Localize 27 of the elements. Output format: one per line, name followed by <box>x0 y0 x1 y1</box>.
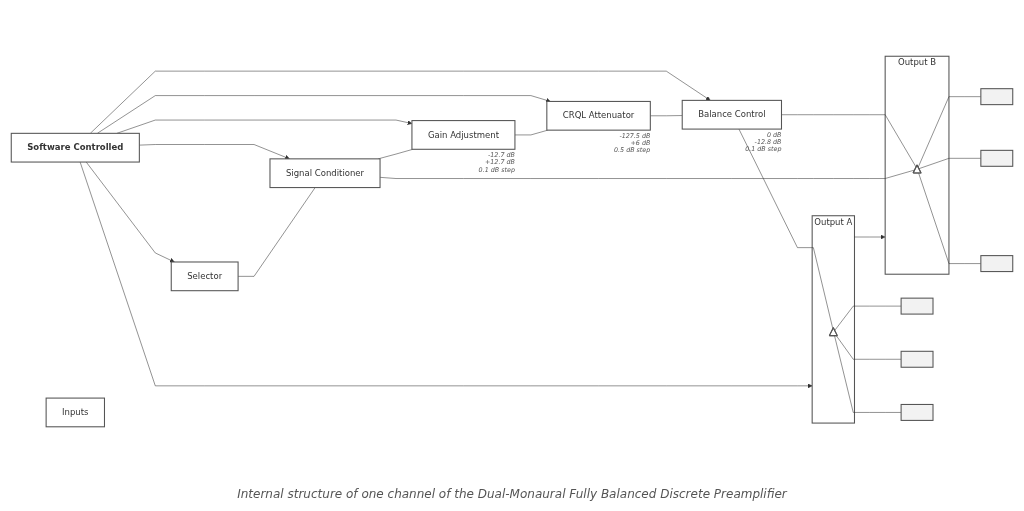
connector <box>378 149 414 160</box>
connector <box>918 96 982 168</box>
node-box: Selector <box>170 261 239 292</box>
caption: Internal structure of one channel of the Dual-Monaural Fully Balanced Discrete Preamplifier <box>237 486 787 503</box>
node-box <box>980 88 1014 106</box>
node-box: CRQL Attenuator <box>546 100 651 131</box>
connector <box>738 128 834 330</box>
node-box: Signal Conditioner <box>269 158 381 189</box>
node-box <box>980 255 1014 273</box>
cluster: Output A <box>811 215 855 424</box>
node-box: Software Controlled <box>10 132 140 163</box>
connector <box>514 129 549 136</box>
node-box: Balance Control <box>681 99 782 130</box>
connector <box>836 335 902 360</box>
connector <box>918 158 982 169</box>
connector <box>834 305 902 331</box>
node-box <box>900 350 934 368</box>
node-box <box>980 149 1014 167</box>
node-box <box>900 297 934 315</box>
connector <box>781 114 917 168</box>
node-box <box>900 403 934 421</box>
connector <box>650 115 683 117</box>
cluster: Output B <box>884 55 950 275</box>
node-box: Inputs <box>45 397 105 428</box>
connector <box>918 172 982 264</box>
connector <box>834 335 902 413</box>
node-box: Gain Adjustment <box>411 120 516 150</box>
